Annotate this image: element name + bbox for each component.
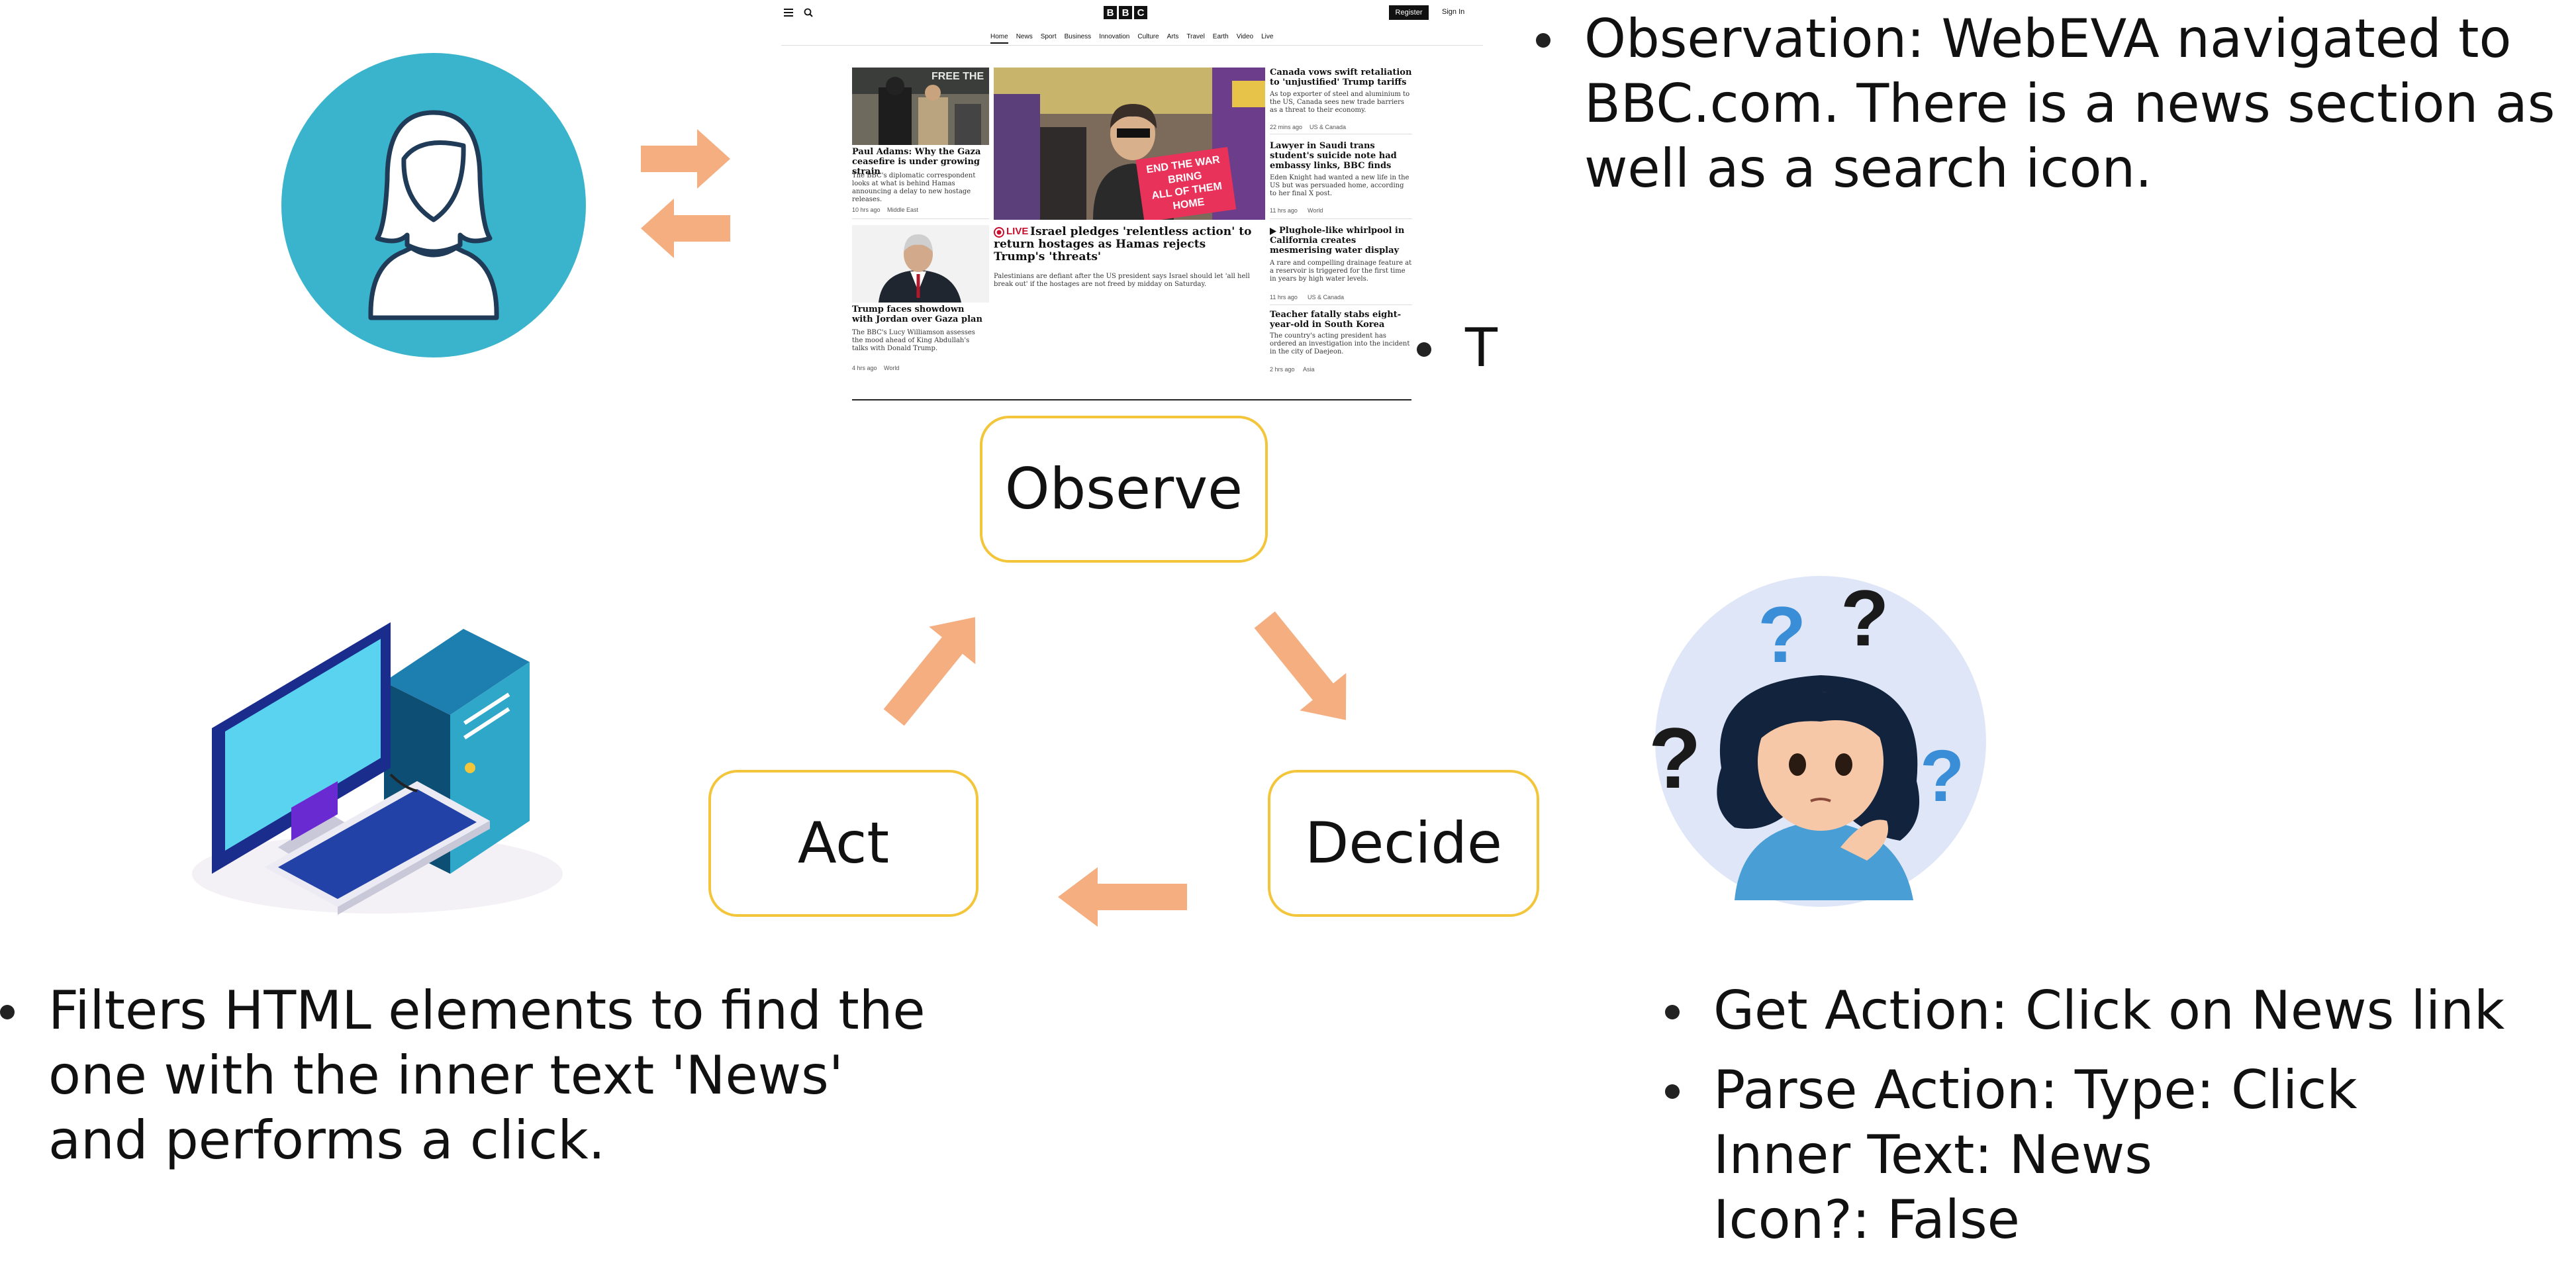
story-section: US & Canada bbox=[1310, 124, 1347, 130]
bbc-logo[interactable]: B B C bbox=[1104, 6, 1147, 19]
nav-item-business[interactable]: Business bbox=[1064, 33, 1092, 40]
bullet-item: Get Action: Click on News link bbox=[1665, 978, 2572, 1043]
live-dot-icon bbox=[994, 227, 1004, 238]
decide-bullets: Get Action: Click on News link Parse Act… bbox=[1665, 978, 2572, 1267]
live-badge: LIVE bbox=[1006, 226, 1029, 237]
question-mark-icon: ? bbox=[1840, 574, 1889, 663]
bbc-nav: Home News Sport Business Innovation Cult… bbox=[990, 33, 1273, 44]
register-button[interactable]: Register bbox=[1389, 5, 1429, 20]
sign-in-link[interactable]: Sign In bbox=[1442, 8, 1465, 16]
bullet-item: Parse Action: Type: Click Inner Text: Ne… bbox=[1665, 1058, 2572, 1252]
nav-item-arts[interactable]: Arts bbox=[1167, 33, 1179, 40]
arrow-left-icon bbox=[1058, 867, 1187, 927]
page-divider bbox=[852, 399, 1411, 400]
main-story-image[interactable]: END THE WAR BRING ALL OF THEM HOME bbox=[994, 68, 1265, 220]
main-story-title[interactable]: Israel pledges 'relentless action' to re… bbox=[994, 225, 1252, 263]
bbc-homepage-screenshot: B B C Register Sign In Home News Sport B… bbox=[781, 0, 1483, 404]
story-description: A rare and compelling drainage feature a… bbox=[1270, 259, 1412, 283]
story-time: 22 mins ago bbox=[1270, 124, 1303, 130]
decide-box: Decide bbox=[1268, 770, 1539, 917]
thinking-woman-illustration: ? ? ? ? bbox=[1622, 530, 2019, 927]
story-title[interactable]: Plughole-like whirlpool in California cr… bbox=[1270, 226, 1405, 256]
computer-illustration bbox=[179, 479, 583, 927]
story-description: The country's acting president has order… bbox=[1270, 332, 1410, 355]
nav-item-video[interactable]: Video bbox=[1236, 33, 1254, 40]
sign-text: HOME bbox=[1172, 197, 1206, 212]
question-mark-icon: ? bbox=[1758, 590, 1806, 679]
story-time: 11 hrs ago bbox=[1270, 294, 1298, 301]
bullet-item: Filters HTML elements to find the one wi… bbox=[0, 978, 953, 1173]
arrow-up-right-icon bbox=[883, 617, 976, 726]
hamburger-icon[interactable] bbox=[784, 9, 793, 17]
arrow-left-icon bbox=[641, 199, 730, 258]
story-description: As top exporter of steel and aluminium t… bbox=[1270, 91, 1410, 114]
story-title[interactable]: Paul Adams: Why the Gaza ceasefire is un… bbox=[852, 147, 981, 177]
user-illustration bbox=[271, 46, 602, 377]
nav-item-culture[interactable]: Culture bbox=[1137, 33, 1159, 40]
question-mark-icon: ? bbox=[1648, 710, 1701, 806]
story-section: Middle East bbox=[887, 207, 919, 213]
bullet-item: T bbox=[1417, 316, 1498, 381]
bbc-logo-letter: C bbox=[1134, 6, 1147, 19]
nav-item-home[interactable]: Home bbox=[990, 33, 1008, 44]
nav-item-live[interactable]: Live bbox=[1261, 33, 1274, 40]
story-description: Eden Knight had wanted a new life in the… bbox=[1270, 174, 1409, 197]
search-icon[interactable] bbox=[804, 8, 813, 17]
question-mark-icon: ? bbox=[1920, 735, 1964, 817]
gaza-story-image[interactable]: FREE THE bbox=[852, 68, 989, 145]
truncated-bullet: T bbox=[1417, 316, 1498, 395]
story-time: 10 hrs ago bbox=[852, 207, 881, 213]
nav-item-innovation[interactable]: Innovation bbox=[1099, 33, 1130, 40]
jordan-story-image[interactable] bbox=[852, 225, 989, 303]
nav-item-travel[interactable]: Travel bbox=[1186, 33, 1205, 40]
bullet-item: Observation: WebEVA navigated to BBC.com… bbox=[1536, 7, 2555, 201]
story-section: World bbox=[884, 365, 900, 371]
story-section: US & Canada bbox=[1308, 294, 1345, 301]
woman-user-icon bbox=[281, 53, 586, 357]
story-time: 11 hrs ago bbox=[1270, 207, 1298, 214]
act-box: Act bbox=[708, 770, 978, 917]
observe-box: Observe bbox=[980, 416, 1268, 563]
main-story-description: Palestinians are defiant after the US pr… bbox=[994, 273, 1250, 288]
story-divider bbox=[1270, 218, 1412, 219]
story-title[interactable]: Lawyer in Saudi trans student's suicide … bbox=[1270, 141, 1397, 171]
nav-item-earth[interactable]: Earth bbox=[1212, 33, 1229, 40]
story-section: World bbox=[1308, 207, 1323, 214]
bbc-top-bar: B B C Register Sign In bbox=[781, 0, 1483, 28]
nav-divider bbox=[781, 45, 1483, 46]
act-bullets: Filters HTML elements to find the one wi… bbox=[0, 978, 953, 1188]
story-title[interactable]: Canada vows swift retaliation to 'unjust… bbox=[1270, 68, 1412, 87]
thinking-woman-icon: ? ? ? ? bbox=[1648, 574, 1986, 907]
observation-bullets: Observation: WebEVA navigated to BBC.com… bbox=[1536, 7, 2555, 216]
nav-item-sport[interactable]: Sport bbox=[1040, 33, 1057, 40]
story-description: The BBC's Lucy Williamson assesses the m… bbox=[852, 329, 975, 352]
story-title[interactable]: Teacher fatally stabs eight-year-old in … bbox=[1270, 310, 1402, 330]
story-title[interactable]: Trump faces showdown with Jordan over Ga… bbox=[852, 305, 982, 324]
story-time: 2 hrs ago bbox=[1270, 366, 1295, 373]
story-section: Asia bbox=[1303, 366, 1315, 373]
story-description: The BBC's diplomatic correspondent looks… bbox=[852, 172, 976, 203]
story-divider bbox=[852, 218, 989, 219]
bbc-logo-letter: B bbox=[1104, 6, 1117, 19]
arrow-right-icon bbox=[641, 129, 730, 189]
arrow-down-right-icon bbox=[1254, 611, 1347, 720]
banner-text: FREE THE bbox=[931, 71, 984, 82]
bbc-logo-letter: B bbox=[1119, 6, 1132, 19]
desktop-computer-icon bbox=[192, 479, 563, 915]
story-time: 4 hrs ago bbox=[852, 365, 877, 371]
nav-item-news[interactable]: News bbox=[1016, 33, 1033, 40]
play-icon bbox=[1270, 228, 1276, 235]
